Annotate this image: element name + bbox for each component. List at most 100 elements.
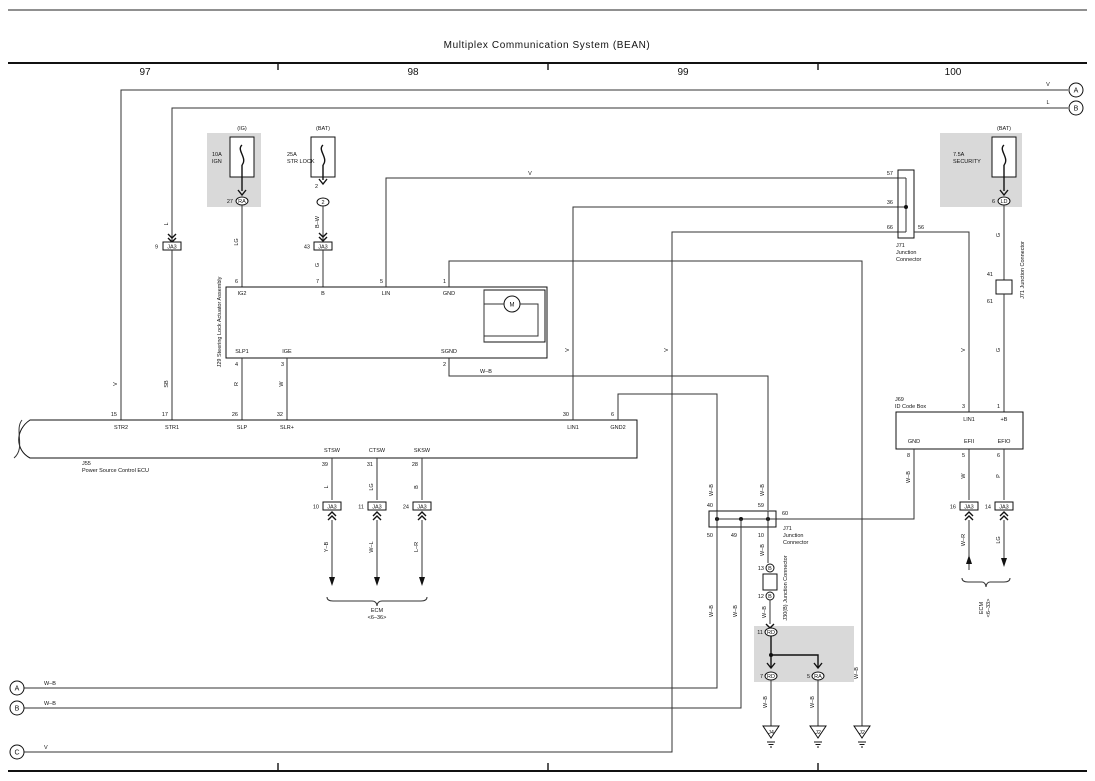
svg-text:L–R: L–R [414, 542, 420, 552]
svg-text:JA3: JA3 [372, 505, 381, 511]
power-source-control-ecu: STR2 STR1 SLP SLR+ LIN1 GND2 STSW CTSW S… [13, 412, 638, 474]
svg-text:LIN: LIN [382, 291, 391, 297]
svg-text:LG: LG [996, 536, 1002, 543]
svg-text:57: 57 [887, 171, 893, 177]
offpage-b-bottom: B [9, 700, 25, 716]
svg-text:V: V [113, 382, 119, 386]
ground-j2-right: J2 [853, 725, 871, 748]
svg-text:LD: LD [1000, 199, 1007, 205]
junction-j71-middle: W–B W–B 40 59 60 50 49 10 J71 Junction C… [707, 480, 809, 546]
svg-text:<6–36>: <6–36> [368, 615, 387, 621]
svg-text:L: L [324, 485, 330, 488]
fuse-ign: (IG) 10A IGN RA 27 [207, 126, 261, 207]
fuse-str-lock: (BAT) 25A STR LOCK 2 2 [287, 126, 336, 207]
svg-text:SKSW: SKSW [414, 448, 431, 454]
ground-junction-block: RD 11 RD 7 RA 5 [754, 623, 854, 682]
svg-text:39: 39 [322, 462, 328, 468]
svg-text:41: 41 [987, 272, 993, 278]
svg-text:JA3: JA3 [999, 505, 1008, 511]
svg-text:W–R: W–R [961, 534, 967, 546]
svg-text:<6–33>: <6–33> [986, 599, 992, 618]
svg-text:17: 17 [162, 412, 168, 418]
offpage-b-top: B L [171, 100, 1084, 242]
svg-text:JA3: JA3 [417, 505, 426, 511]
svg-text:40: 40 [707, 503, 713, 509]
svg-text:31: 31 [367, 462, 373, 468]
svg-text:Power Source Control ECU: Power Source Control ECU [82, 468, 149, 474]
svg-text:GND2: GND2 [610, 425, 625, 431]
svg-text:(IG): (IG) [237, 126, 247, 132]
svg-text:B: B [768, 594, 772, 600]
svg-text:RD: RD [767, 674, 775, 680]
svg-text:RA: RA [238, 199, 246, 205]
svg-text:LIN1: LIN1 [567, 425, 579, 431]
ground-j2-left: J2 [809, 725, 827, 748]
svg-text:A: A [15, 686, 20, 693]
svg-text:2: 2 [443, 362, 446, 368]
svg-text:SECURITY: SECURITY [953, 159, 981, 165]
svg-text:V: V [664, 348, 670, 352]
id-code-box: J69 ID Code Box LIN1 +B GND EFII EFIO 3 … [895, 397, 1024, 459]
svg-text:EFII: EFII [964, 439, 975, 445]
svg-text:V: V [961, 348, 967, 352]
svg-text:L: L [1046, 100, 1049, 106]
svg-text:IGN: IGN [212, 159, 222, 165]
svg-text:W–B: W–B [763, 696, 769, 708]
column-100: 100 [945, 67, 962, 78]
svg-text:G: G [996, 348, 1002, 352]
svg-text:12: 12 [758, 594, 764, 600]
svg-text:11: 11 [358, 505, 364, 511]
svg-text:Connector: Connector [896, 257, 922, 263]
svg-text:J71 Junction Connector: J71 Junction Connector [1020, 241, 1026, 299]
svg-text:J2: J2 [815, 730, 821, 736]
svg-text:G: G [996, 233, 1002, 237]
svg-text:STR LOCK: STR LOCK [287, 159, 315, 165]
svg-text:9: 9 [155, 245, 158, 251]
svg-text:24: 24 [403, 505, 409, 511]
svg-text:15: 15 [111, 412, 117, 418]
svg-text:(BAT): (BAT) [997, 126, 1011, 132]
svg-text:W–B: W–B [762, 606, 768, 618]
column-97: 97 [139, 67, 151, 78]
svg-text:ID Code Box: ID Code Box [895, 404, 926, 410]
svg-text:36: 36 [887, 200, 893, 206]
svg-text:SLP: SLP [237, 425, 248, 431]
ecm-bottom-wires: L LG B JA3 JA3 JA3 10 11 24 Y–B W–L L–R … [313, 458, 432, 621]
svg-text:4: 4 [235, 362, 238, 368]
svg-text:J71: J71 [783, 526, 792, 532]
svg-text:50: 50 [707, 533, 713, 539]
svg-text:JA3: JA3 [167, 245, 176, 251]
svg-text:2: 2 [321, 200, 324, 206]
column-99: 99 [677, 67, 689, 78]
svg-text:10: 10 [758, 533, 764, 539]
fuse-security: (BAT) 7.5A SECURITY LD 6 [940, 126, 1022, 207]
svg-text:R: R [234, 382, 240, 386]
svg-text:(BAT): (BAT) [316, 126, 330, 132]
svg-text:M: M [510, 303, 515, 309]
svg-text:V: V [1046, 82, 1050, 88]
svg-text:V: V [528, 171, 532, 177]
svg-text:J30(B) Junction Connector: J30(B) Junction Connector [783, 555, 789, 620]
svg-text:B: B [15, 706, 20, 713]
svg-text:P: P [996, 474, 1002, 478]
svg-text:10A: 10A [212, 152, 222, 158]
svg-text:JA3: JA3 [318, 245, 327, 251]
offpage-c-bottom: C [9, 744, 25, 760]
svg-text:5: 5 [962, 453, 965, 459]
svg-text:LG: LG [369, 483, 375, 490]
svg-text:B: B [321, 291, 325, 297]
svg-text:6: 6 [997, 453, 1000, 459]
svg-text:SGND: SGND [441, 349, 457, 355]
svg-text:26: 26 [232, 412, 238, 418]
svg-text:JA3: JA3 [964, 505, 973, 511]
svg-text:Y–B: Y–B [324, 541, 330, 552]
svg-text:SLR+: SLR+ [280, 425, 294, 431]
svg-text:W–B: W–B [906, 471, 912, 483]
svg-text:13: 13 [758, 566, 764, 572]
svg-text:J2: J2 [859, 730, 865, 736]
connector-ja3-43: JA3 43 [304, 232, 333, 251]
column-98: 98 [407, 67, 419, 78]
svg-text:J55: J55 [82, 461, 91, 467]
svg-text:30: 30 [563, 412, 569, 418]
